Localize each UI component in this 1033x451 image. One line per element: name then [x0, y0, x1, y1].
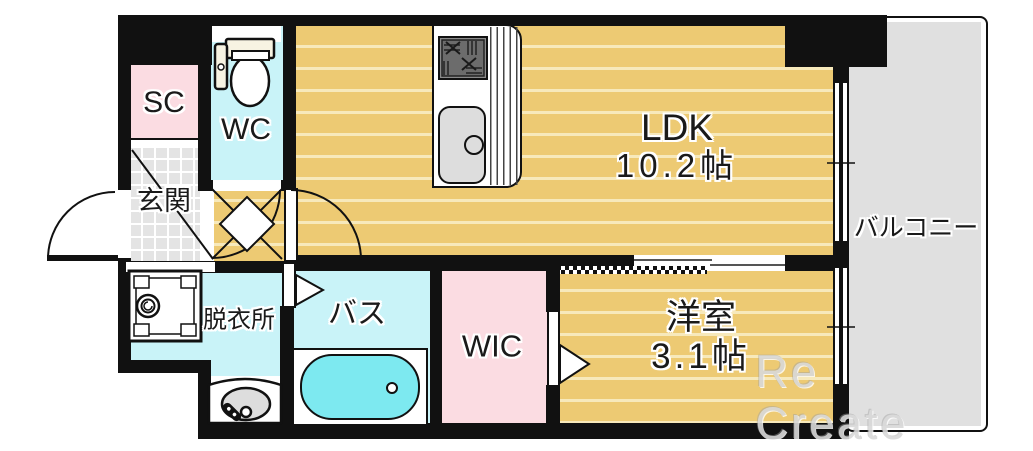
wall-right-mid [833, 240, 849, 270]
wall-step-h [118, 360, 210, 373]
room-dressing-floor-b [211, 272, 282, 376]
wall-dressing-bath [280, 306, 294, 433]
washing-machine-icon [127, 269, 203, 343]
bathtub-drain [386, 382, 398, 394]
label-bath: バス [327, 297, 387, 330]
wall-left-upper [118, 15, 131, 192]
wall-hall-bottom [215, 261, 285, 273]
label-wic: WIC [461, 328, 523, 364]
wall-right-bottom [833, 383, 849, 433]
room-entrance-floor [130, 148, 200, 262]
watermark-text: Re Create [755, 346, 909, 449]
ldk-size: 10.2帖 [615, 147, 739, 185]
balcony-floor [849, 22, 981, 426]
ldk-balcony-window [833, 83, 849, 241]
toilet-icon [213, 37, 276, 108]
wall-wc-left [198, 15, 211, 190]
front-door-leaf [47, 255, 118, 261]
label-ldk: LDK 10.2帖 [616, 107, 738, 185]
bathtub-icon [300, 354, 420, 420]
washbasin-icon [207, 377, 283, 425]
wall-bath-wic [430, 262, 442, 433]
wall-wic-right-lower [546, 385, 560, 433]
western-size: 3.1帖 [651, 337, 751, 376]
kitchen-faucet-icon [464, 135, 484, 155]
wall-right-stub-top [833, 65, 849, 85]
hanging-wall-hatch [553, 266, 707, 274]
wall-wc-right [283, 15, 296, 190]
kitchen-counter-edge-lines [490, 27, 518, 185]
sc-door-strip [130, 138, 198, 148]
room-wic-floor [440, 270, 548, 426]
western-name: 洋室 [665, 297, 736, 337]
wall-wic-right-upper [546, 262, 560, 312]
room-western-floor [555, 270, 833, 430]
label-sc: SC [143, 86, 185, 120]
label-balcony: バルコニー [853, 214, 979, 242]
room-ldk-floor [211, 26, 833, 262]
front-door-gap [118, 190, 131, 258]
western-balcony-window [833, 268, 849, 384]
label-western: 洋室 3.1帖 [651, 298, 751, 376]
label-dressing: 脱衣所 [203, 306, 275, 334]
ldk-name: LDK [641, 106, 713, 148]
wall-top [118, 15, 788, 26]
wc-doorway-gap [213, 180, 281, 191]
label-wc: WC [221, 113, 271, 147]
wall-mid-horizontal-right [785, 255, 847, 271]
kitchen-stove-icon [438, 36, 488, 80]
label-entrance: 玄関 [137, 185, 191, 216]
pillar-top-right [785, 15, 887, 67]
pillar-top-left [118, 15, 212, 65]
room-sc-floor [130, 64, 198, 138]
wall-bottom [198, 423, 849, 439]
